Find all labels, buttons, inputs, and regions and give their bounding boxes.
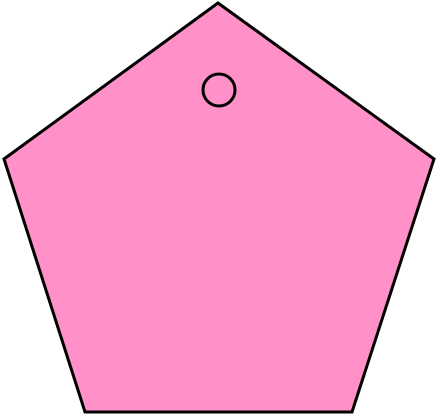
small-circle-marker xyxy=(201,72,237,108)
